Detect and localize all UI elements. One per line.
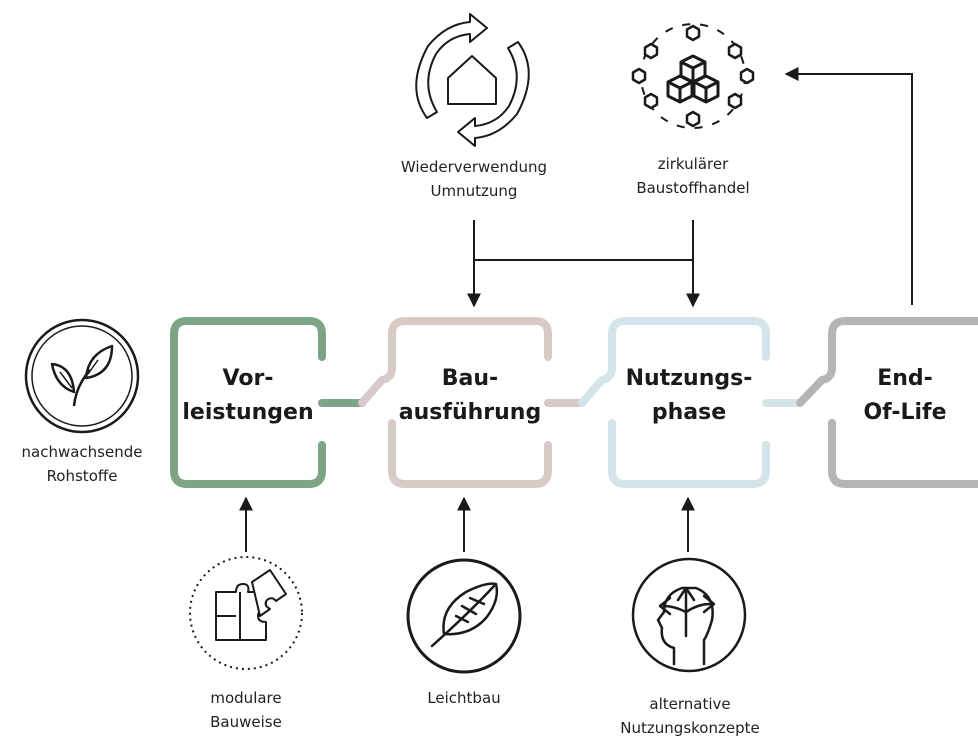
label-modular-line2: Bauweise [210,713,282,731]
label-reuse-line2: Umnutzung [430,182,518,200]
label-lightweight: Leichtbau [384,686,544,710]
stage-frame-end-of-life [796,317,978,488]
label-trade-line1: zirkulärer [657,155,729,173]
label-lightweight-line1: Leichtbau [427,689,501,707]
stage-line1: Nutzungs- [625,366,753,391]
stage-label-nutzungsphase: Nutzungs- phase [612,362,766,430]
stage-frame-bauausfuehrung [358,317,586,488]
stage-line1: Vor- [222,366,274,391]
label-modular-line1: modulare [210,689,282,707]
label-renewable-line2: Rohstoffe [46,467,118,485]
label-alternative-line2: Nutzungskonzepte [620,719,760,737]
label-trade: zirkulärer Baustoffhandel [613,152,773,200]
stage-line1: End- [877,366,933,391]
label-modular: modulare Bauweise [166,686,326,734]
label-alternative-line1: alternative [649,695,731,713]
stage-line2: phase [651,400,727,425]
head-arrows-icon [631,557,747,673]
connector-arrows [239,67,913,552]
label-reuse-line1: Wiederverwendung [400,158,548,176]
stage-line2: ausführung [398,400,542,425]
label-alternative: alternative Nutzungskonzepte [590,692,790,740]
stage-label-end-of-life: End- Of-Life [832,362,978,430]
label-trade-line2: Baustoffhandel [636,179,750,197]
stage-line2: leistungen [182,400,314,425]
stage-line1: Bau- [441,366,499,391]
feather-icon [406,558,522,674]
stage-frame-vorleistungen [170,317,366,488]
stage-line2: Of-Life [863,400,947,425]
label-reuse: Wiederverwendung Umnutzung [374,155,574,203]
leaf-icon [24,318,140,434]
puzzle-icon [189,556,303,670]
house-recycle-icon [415,13,530,147]
stage-label-bauausfuehrung: Bau- ausführung [392,362,548,430]
label-renewable-line1: nachwachsende [21,443,143,461]
label-renewable: nachwachsende Rohstoffe [2,440,162,488]
cubes-network-icon [631,23,755,129]
stage-frame-nutzungsphase [578,317,804,488]
stage-label-vorleistungen: Vor- leistungen [174,362,322,430]
